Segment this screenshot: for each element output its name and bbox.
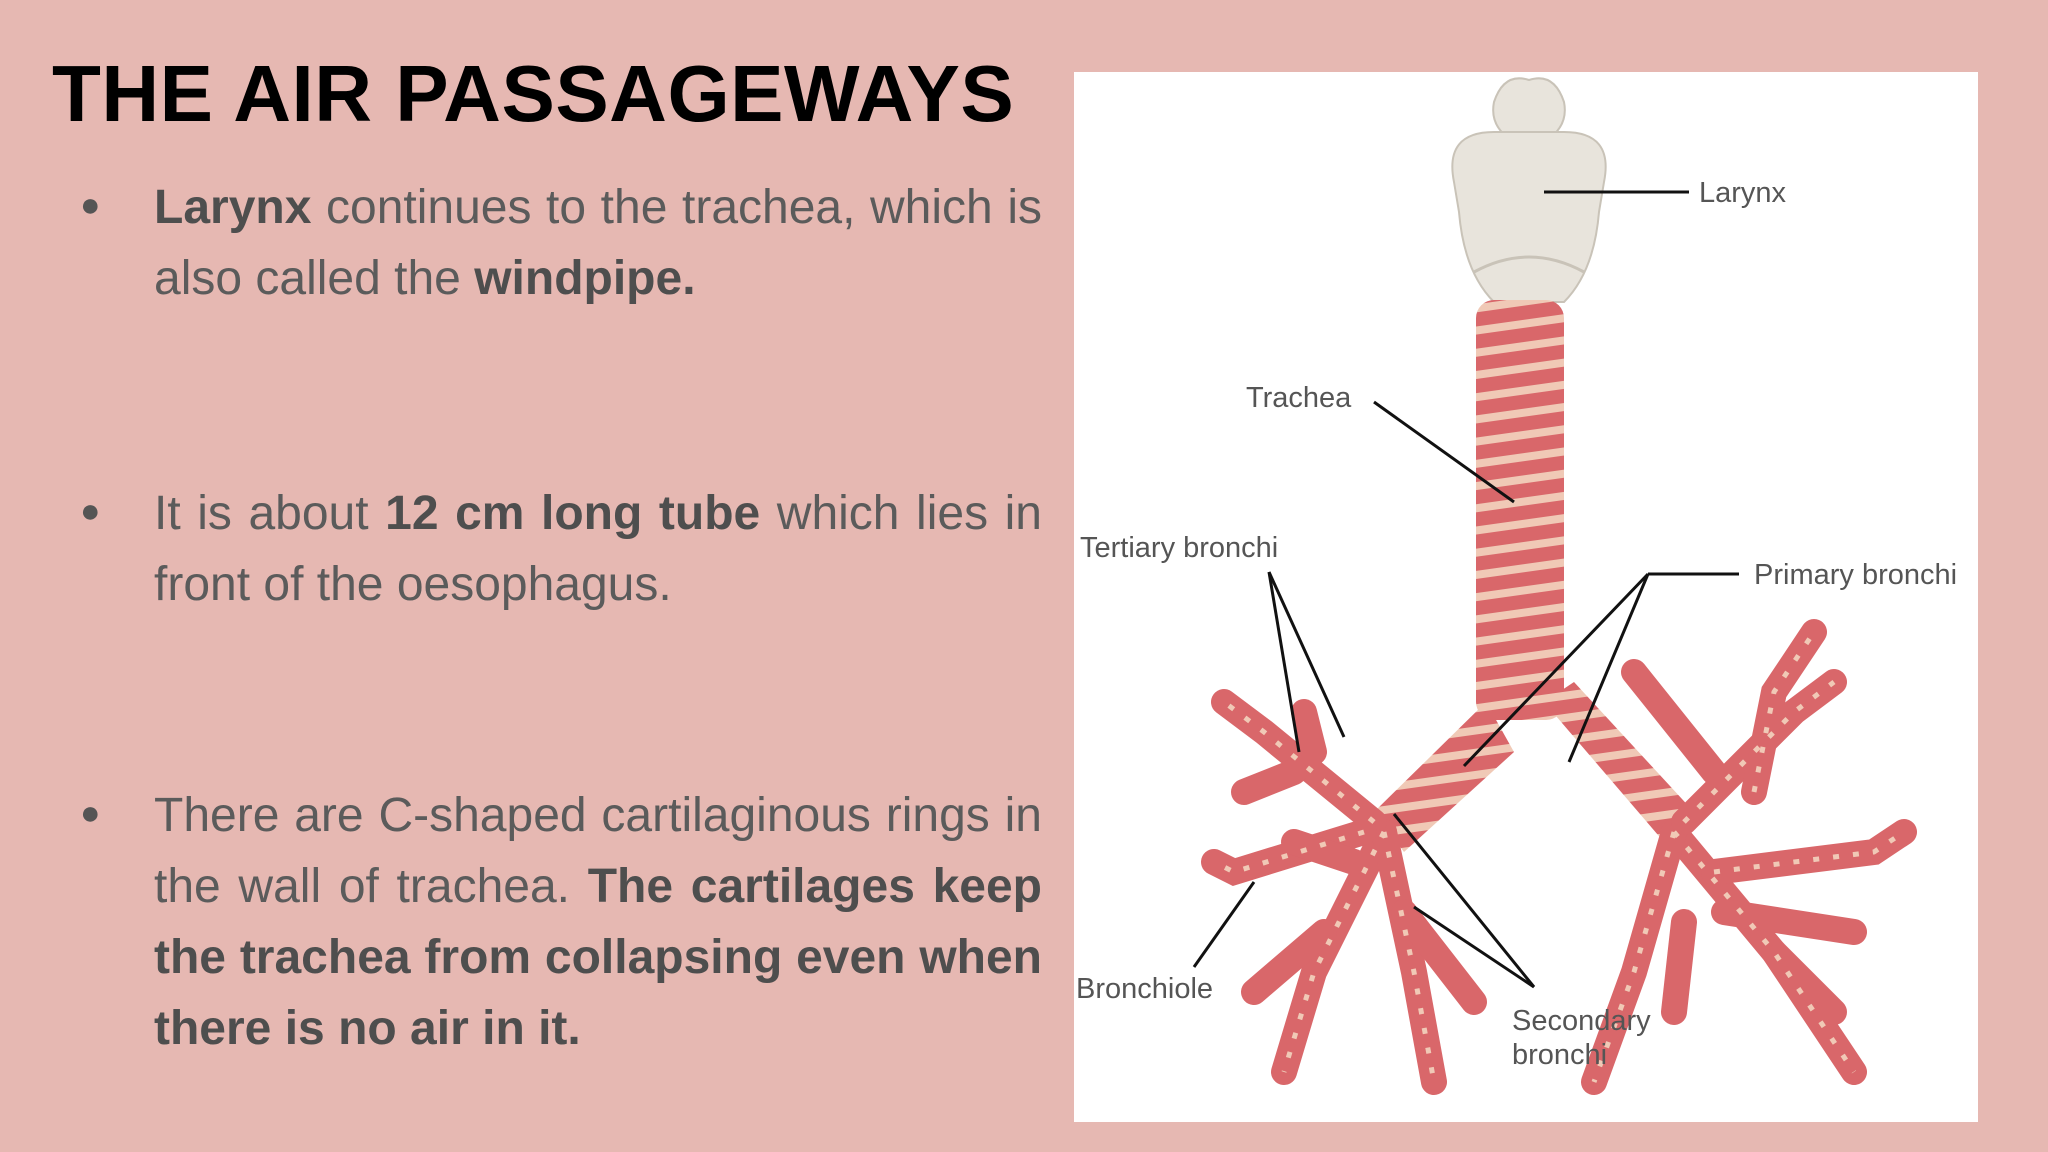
airway-diagram: Larynx Trachea Tertiary bronchi Primary … [1074,72,1978,1122]
bold-term: 12 cm long tube [385,487,761,540]
label-secondary-bronchi-1: Secondary [1512,1005,1651,1037]
label-larynx: Larynx [1699,177,1787,209]
leader-lines [1192,190,1739,989]
label-primary-bronchi: Primary bronchi [1754,559,1957,591]
label-tertiary-bronchi: Tertiary bronchi [1080,532,1278,564]
right-primary-bronchus [1544,682,1694,842]
bullet-text: It is about 12 cm long tube which lies i… [154,487,1043,611]
trachea-tube [1476,300,1564,720]
label-secondary-bronchi-2: bronchi [1512,1039,1607,1071]
bullet-dot: ● [80,492,101,530]
bold-term: windpipe. [474,252,696,305]
bullet-dot: ● [80,794,101,832]
slide-title: THE AIR PASSAGEWAYS [52,49,1015,138]
bullet-text: Larynx continues to the trachea, which i… [154,181,1042,305]
bullet-dot: ● [80,186,101,224]
bold-term: Larynx [154,181,312,234]
label-trachea: Trachea [1246,382,1352,414]
bold-term: The cartilages keep the trachea from col… [154,860,1043,1055]
bullet-text: There are C-shaped cartilaginous rings i… [154,789,1043,1055]
branch-rings [1212,630,1906,1083]
larynx-shape [1451,77,1607,303]
label-bronchiole: Bronchiole [1076,973,1213,1005]
airway-illustration: Larynx Trachea Tertiary bronchi Primary … [1076,77,1957,1095]
left-primary-bronchus [1374,702,1514,852]
